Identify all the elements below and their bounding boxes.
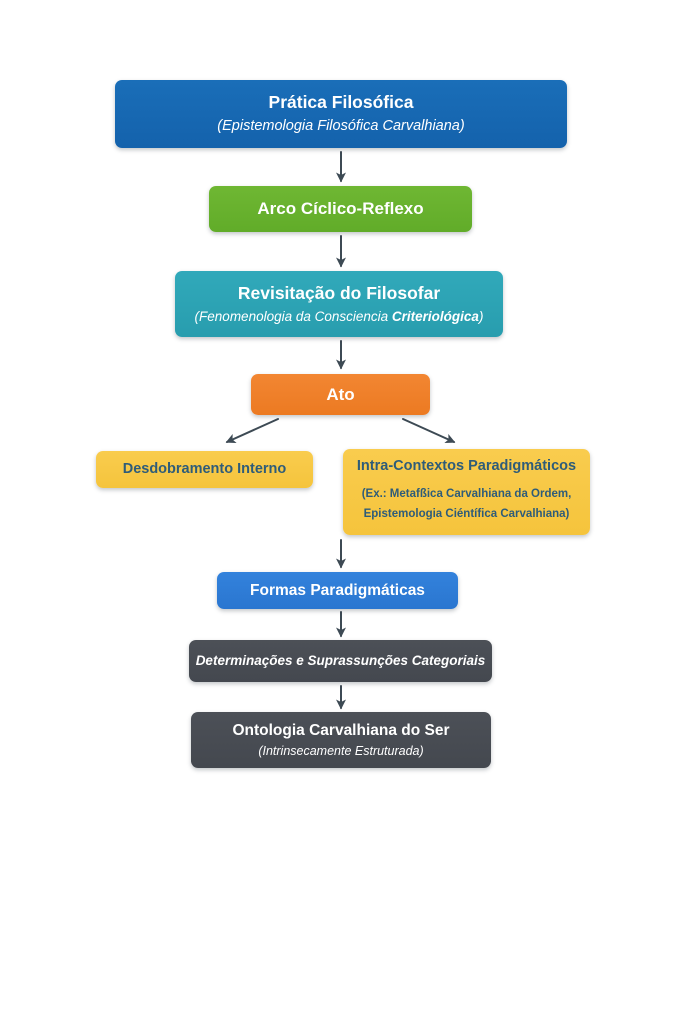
arrow-down-right-icon xyxy=(402,418,456,444)
node-formas-paradigmaticas: Formas Paradigmáticas xyxy=(217,572,458,609)
node-intra-contextos-paradigmaticos: Intra-Contextos Paradigmáticos (Ex.: Met… xyxy=(343,449,590,535)
node-ato: Ato xyxy=(251,374,430,415)
node-title: Formas Paradigmáticas xyxy=(250,581,425,599)
node-subtitle: (Intrinsecamente Estruturada) xyxy=(258,743,424,758)
node-revisitacao-do-filosofar: Revisitação do Filosofar (Fenomenologia … xyxy=(175,271,503,337)
node-ontologia-carvalhiana: Ontologia Carvalhiana do Ser (Intrinseca… xyxy=(191,712,491,768)
example-line: (Ex.: Metafßica Carvalhiana da Ordem, xyxy=(361,488,572,501)
node-arco-ciclico-reflexo: Arco Cíclico-Reflexo xyxy=(209,186,472,232)
subtitle-prefix: (Fenomenologia da Consciencia xyxy=(194,308,392,324)
subtitle-bold: Criteriológica xyxy=(391,308,479,324)
arrow-down-left-icon xyxy=(225,418,279,444)
node-title: Desdobramento Interno xyxy=(122,461,287,478)
node-determinacoes-suprassuncoes: Determinações e Suprassunções Categoriai… xyxy=(189,640,492,682)
node-title: Revisitação do Filosofar xyxy=(237,282,441,303)
node-title: Arco Cíclico-Reflexo xyxy=(257,199,424,219)
node-title: Intra-Contextos Paradigmáticos xyxy=(356,458,577,474)
node-title: Prática Filosófica xyxy=(268,92,414,113)
subtitle-suffix: ) xyxy=(478,308,484,324)
node-subtitle: (Fenomenologia da Consciencia Criterioló… xyxy=(195,308,484,326)
node-examples: (Ex.: Metafßica Carvalhiana da Ordem, Ep… xyxy=(362,484,572,524)
example-line: Epistemologia Ciéntífica Carvalhiana) xyxy=(363,508,570,521)
node-title: Determinações e Suprassunções Categoriai… xyxy=(195,652,486,668)
node-title: Ontologia Carvalhiana do Ser xyxy=(232,722,450,740)
node-pratica-filosofica: Prática Filosófica (Epistemologia Filosó… xyxy=(115,80,567,148)
node-title: Ato xyxy=(326,384,355,404)
node-desdobramento-interno: Desdobramento Interno xyxy=(96,451,313,488)
node-subtitle: (Epistemologia Filosófica Carvalhiana) xyxy=(217,118,465,135)
